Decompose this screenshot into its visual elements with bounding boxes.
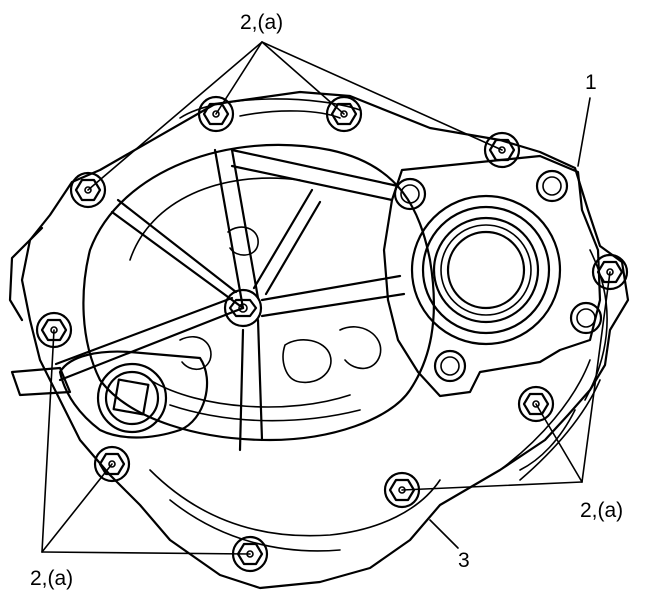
inner-arc-2 (149, 379, 351, 408)
inner-detail-mid (282, 339, 332, 384)
label-right-bolts: 2,(a) (580, 499, 624, 522)
lower-ridge-2 (169, 499, 341, 552)
label-top-bolts: 2,(a) (240, 11, 284, 34)
flange-mounting-holes (393, 169, 603, 383)
bolt-upper-left (69, 171, 107, 209)
inner-arc-1 (129, 177, 301, 261)
label-part-3: 3 (458, 549, 470, 572)
bolt-upper-right (483, 131, 521, 169)
bolt-top-right (325, 95, 363, 133)
lower-ridge (149, 469, 441, 537)
ribs (54, 148, 406, 452)
square-plug-boss (58, 350, 209, 439)
label-bottom-left-bolts: 2,(a) (30, 567, 74, 590)
inner-detail-upper (227, 226, 259, 256)
inner-housing (82, 143, 436, 442)
inner-detail-right (339, 326, 382, 370)
leader-lines-right (401, 271, 611, 491)
bearing-flange (382, 154, 602, 398)
right-inner-rim (519, 249, 608, 471)
left-flange (8, 226, 72, 397)
label-part-1: 1 (585, 71, 597, 94)
bolt-top-left (197, 95, 235, 133)
output-shaft-seal (410, 194, 562, 346)
inner-detail-left (179, 335, 212, 371)
case-outline (20, 90, 630, 590)
leader-lines-bottom-left (41, 329, 251, 555)
leader-part-3 (429, 519, 459, 549)
central-hub (223, 288, 263, 328)
leader-lines-top (87, 41, 503, 191)
leader-part-1 (577, 97, 591, 167)
inner-arc-3 (169, 404, 361, 422)
bolt-lower-left (93, 445, 131, 483)
